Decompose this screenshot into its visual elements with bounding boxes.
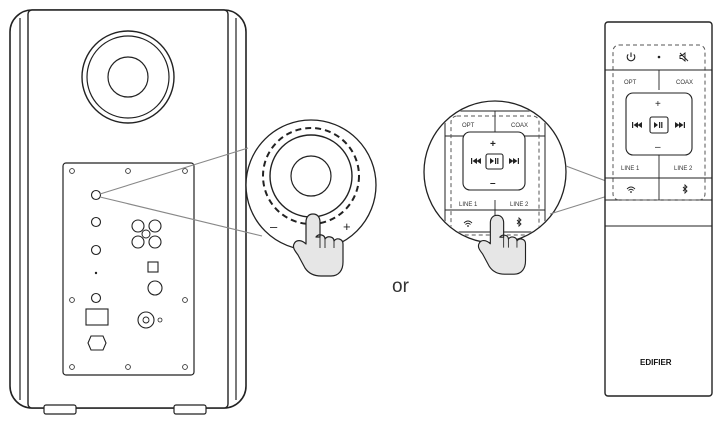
play-pause-icon (654, 122, 663, 128)
next-track-icon (509, 158, 519, 164)
callout-knob (99, 147, 263, 237)
zoom-opt-label: OPT (462, 123, 475, 129)
wifi-icon (463, 220, 473, 227)
remote-minus-label: – (655, 142, 661, 153)
rear-io-panel (62, 162, 195, 376)
next-track-icon (675, 122, 685, 128)
zoom-coax-label: COAX (511, 123, 528, 129)
remote-opt-label: OPT (624, 80, 637, 86)
speaker-foot-right (173, 404, 207, 415)
play-pause-icon (490, 158, 499, 164)
power-icon (626, 52, 636, 62)
zoom-line1-label: LINE 1 (459, 202, 478, 208)
knob-zoom: – + (245, 119, 377, 277)
remote-line2-label: LINE 2 (674, 166, 693, 172)
or-connector-text: or (392, 276, 409, 297)
remote-brand-logo: EDIFIER (640, 358, 672, 367)
knob-plus-label: + (343, 219, 351, 234)
speaker-foot-left (43, 404, 77, 415)
remote-control: OPT COAX + – LINE 1 LINE 2 (604, 21, 713, 397)
remote-plus-label: + (655, 99, 661, 110)
zoom-line2-label: LINE 2 (510, 202, 529, 208)
wifi-icon (626, 186, 636, 193)
knob-minus-label: – (270, 219, 278, 234)
rear-volume-knob (90, 189, 102, 201)
bass-port (81, 30, 175, 124)
remote-zoom: OPT COAX + – LINE 1 LINE 2 (423, 100, 567, 275)
speaker-terminals (131, 219, 162, 249)
play-pause-button (485, 153, 504, 170)
previous-track-icon (632, 122, 642, 128)
remote-coax-label: COAX (676, 80, 693, 86)
bluetooth-icon (682, 183, 688, 195)
center-dot (657, 55, 661, 59)
speaker-rear (9, 9, 247, 415)
mute-icon (679, 52, 689, 62)
zoom-minus-label: – (490, 178, 496, 189)
zoom-plus-label: + (490, 139, 496, 150)
previous-track-icon (471, 158, 481, 164)
bluetooth-icon (516, 216, 522, 228)
remote-line1-label: LINE 1 (621, 166, 640, 172)
